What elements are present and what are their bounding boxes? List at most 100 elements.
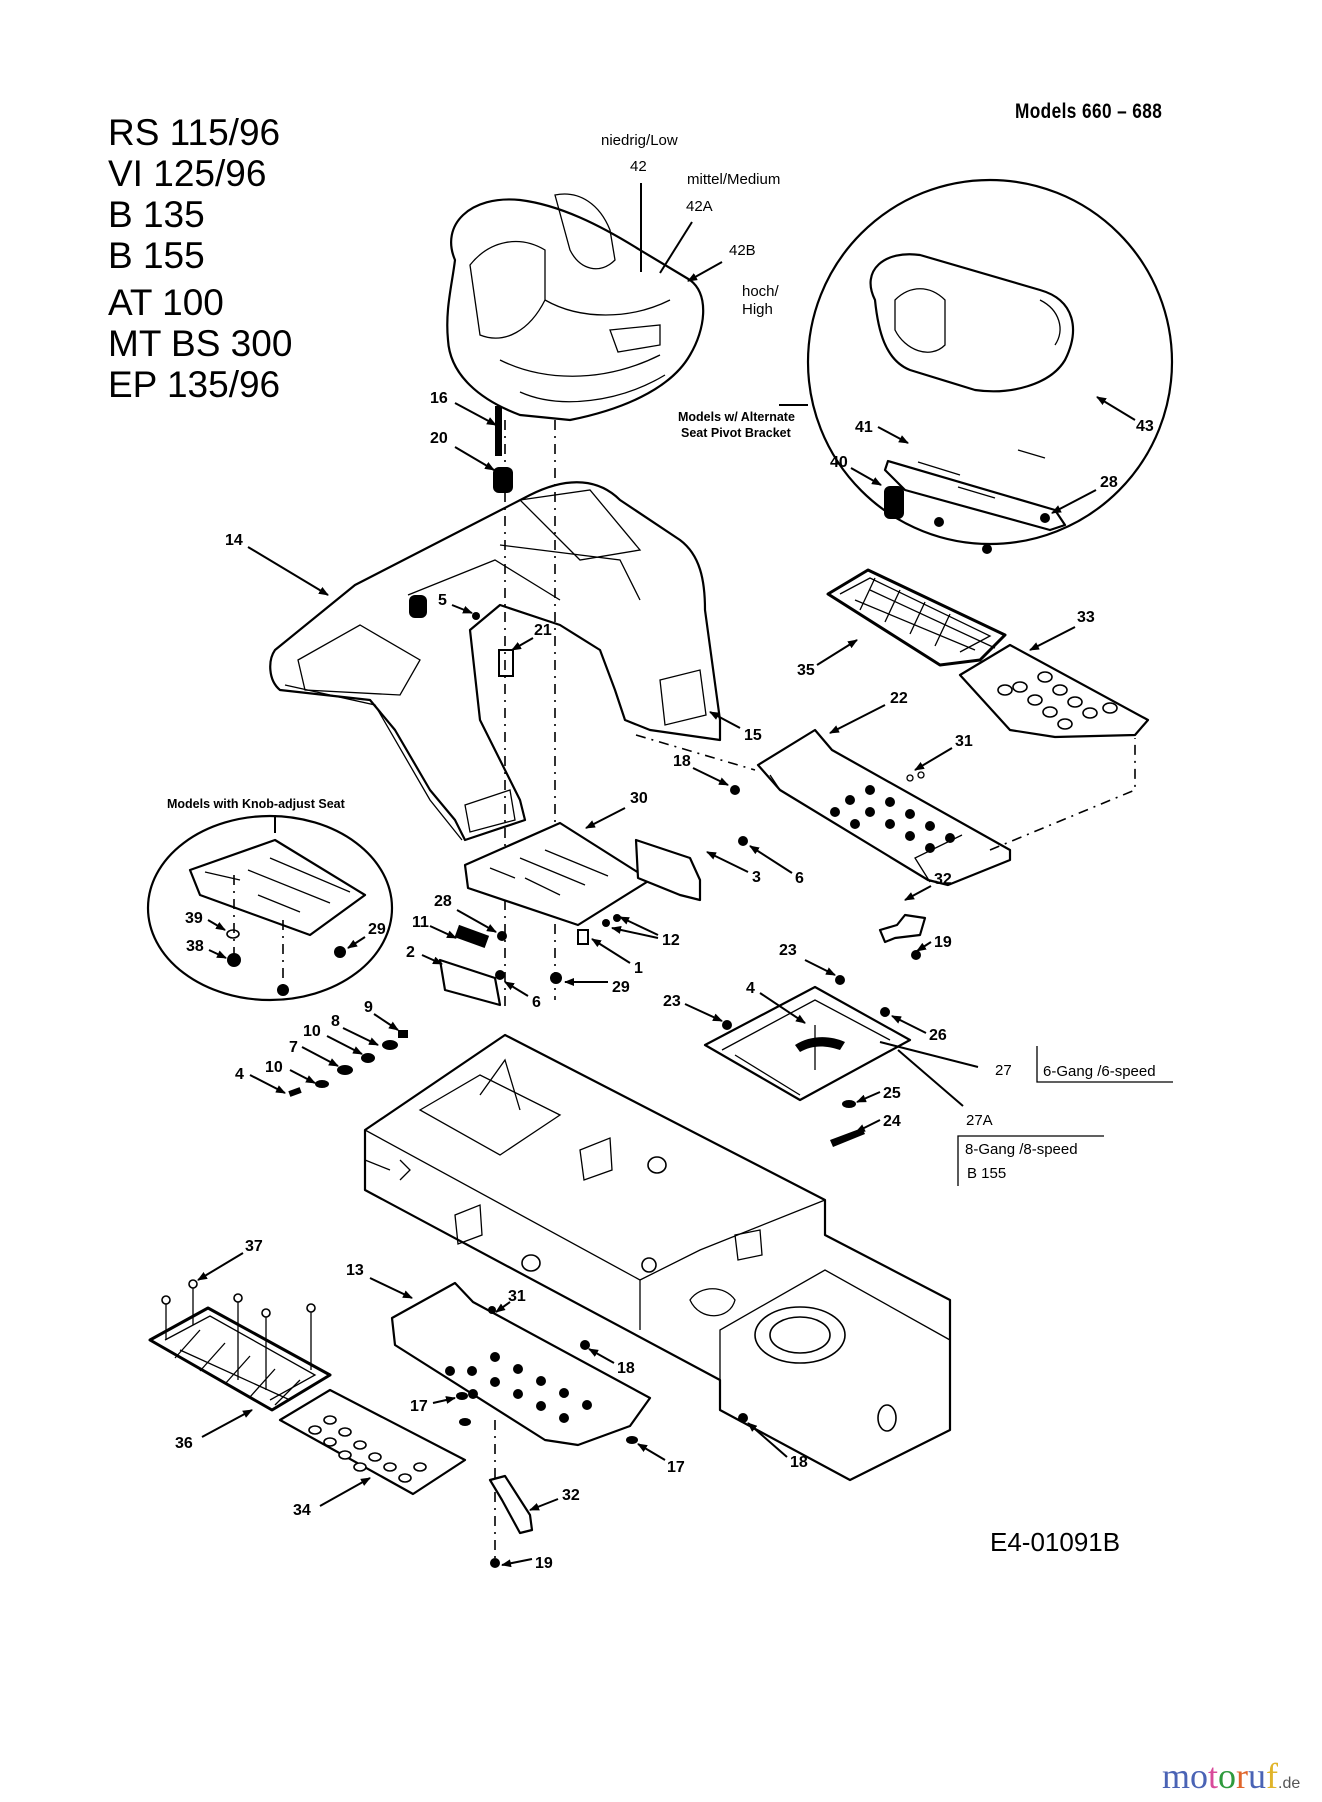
seat-low-ref: 42 (630, 158, 647, 175)
model-name: B 155 (108, 235, 205, 276)
callout-7: 7 (289, 1039, 298, 1056)
centerline (635, 734, 756, 771)
nut-part-29 (550, 972, 562, 984)
seat-high-label-2: High (742, 301, 773, 318)
spring-part (409, 595, 427, 618)
seat-high-label-1: hoch/ (742, 283, 780, 300)
footplate-part-33 (958, 643, 1150, 739)
bolt-part-16 (495, 406, 502, 456)
watermark-letter: o (1218, 1756, 1237, 1796)
shift-plate-part (703, 985, 912, 1102)
screw-part-31 (488, 1306, 496, 1314)
part-28 (497, 931, 507, 941)
callout-29: 29 (368, 921, 386, 938)
part-1 (577, 929, 589, 945)
callout-43: 43 (1136, 418, 1154, 435)
watermark-letter: f (1266, 1756, 1279, 1796)
nut-part-19 (490, 1558, 500, 1568)
eight-speed-ref: 27A (966, 1112, 993, 1129)
seat-medium-label: mittel/Medium (687, 171, 780, 188)
callout-36: 36 (175, 1435, 193, 1452)
model-name: VI 125/96 (108, 153, 267, 194)
hardware-cluster (288, 1030, 408, 1097)
screws-part-37 (161, 1279, 316, 1390)
centerline (989, 738, 1136, 851)
callout-8: 8 (331, 1013, 340, 1030)
model-name: MT BS 300 (108, 323, 293, 364)
callout-19: 19 (934, 934, 952, 951)
transmission-notes: 27 6-Gang /6-speed 27A 8-Gang /8-speed B… (879, 1041, 1173, 1186)
callout-4: 4 (746, 980, 755, 997)
callout-2: 2 (406, 944, 415, 961)
footrest-part-22 (756, 728, 1012, 887)
bolt-part-17 (626, 1436, 638, 1444)
bolt-part-17 (456, 1392, 468, 1400)
screw-part-23 (722, 1020, 732, 1030)
footplate-part-34 (278, 1388, 467, 1496)
inset-knob-adjust-caption: Models with Knob-adjust Seat (167, 797, 346, 811)
callout-26: 26 (929, 1027, 947, 1044)
screw-part-23 (835, 975, 845, 985)
seat-low-label: niedrig/Low (601, 132, 678, 149)
callout-35: 35 (797, 662, 815, 679)
callout-14: 14 (225, 532, 243, 549)
drawing-number: E4-01091B (990, 1527, 1121, 1557)
callout-22: 22 (890, 690, 908, 707)
callout-32: 32 (562, 1487, 580, 1504)
callout-21: 21 (534, 622, 552, 639)
inset-alternate-pivot (806, 178, 1174, 554)
callout-17: 17 (410, 1398, 428, 1415)
pivot-bracket-part-30 (463, 821, 652, 927)
callout-15: 15 (744, 727, 762, 744)
nut-part-19 (911, 950, 921, 960)
six-speed-ref: 27 (995, 1062, 1012, 1079)
callout-41: 41 (855, 419, 873, 436)
watermark-letter: m (1162, 1756, 1191, 1796)
callout-18: 18 (790, 1454, 808, 1471)
model-name: AT 100 (108, 282, 224, 323)
callout-23: 23 (663, 993, 681, 1010)
chassis-frame (363, 1033, 952, 1482)
seat-high-ref: 42B (729, 242, 756, 259)
part-24 (830, 1128, 865, 1147)
mat-part-36 (148, 1306, 332, 1412)
part-25 (842, 1100, 856, 1108)
callout-11: 11 (412, 914, 429, 931)
callout-12: 12 (662, 932, 680, 949)
footrest-part-13 (390, 1281, 652, 1447)
eight-speed-model: B 155 (967, 1165, 1006, 1182)
callout-32: 32 (934, 871, 952, 888)
models-range: Models 660 – 688 (1015, 100, 1163, 123)
callout-29: 29 (612, 979, 630, 996)
inset-alt-pivot-caption-1: Models w/ Alternate (678, 410, 795, 424)
nut-part-6 (738, 836, 748, 846)
callout-16: 16 (430, 390, 448, 407)
callout-18: 18 (617, 1360, 635, 1377)
screw-part-31 (917, 771, 925, 779)
model-name: RS 115/96 (108, 112, 281, 153)
six-speed-label: 6-Gang /6-speed (1043, 1063, 1156, 1080)
callout-10: 10 (303, 1023, 321, 1040)
watermark-suffix: .de (1278, 1775, 1301, 1792)
watermark-letter: o (1190, 1756, 1209, 1796)
callout-9: 9 (364, 999, 373, 1016)
callouts: 16 20 14 5 21 15 18 22 31 35 33 43 41 (175, 390, 1154, 1572)
callout-1: 1 (634, 960, 643, 977)
watermark-logo: motoruf.de (1162, 1758, 1300, 1802)
callout-31: 31 (955, 733, 973, 750)
spring-part-11 (454, 924, 490, 949)
watermark-letter: r (1236, 1756, 1249, 1796)
bracket-part-3 (634, 838, 702, 902)
callout-33: 33 (1077, 609, 1095, 626)
model-name: B 135 (108, 194, 205, 235)
callout-39: 39 (185, 910, 203, 927)
nut-part-18 (738, 1413, 748, 1423)
watermark-letter: u (1248, 1756, 1267, 1796)
callout-4: 4 (235, 1066, 244, 1083)
model-name: EP 135/96 (108, 364, 281, 405)
seat-medium-ref: 42A (686, 198, 713, 215)
screw-part-31 (906, 774, 914, 782)
callout-18: 18 (673, 753, 691, 770)
models-list: RS 115/96 VI 125/96 B 135 B 155 AT 100 M… (108, 112, 292, 405)
